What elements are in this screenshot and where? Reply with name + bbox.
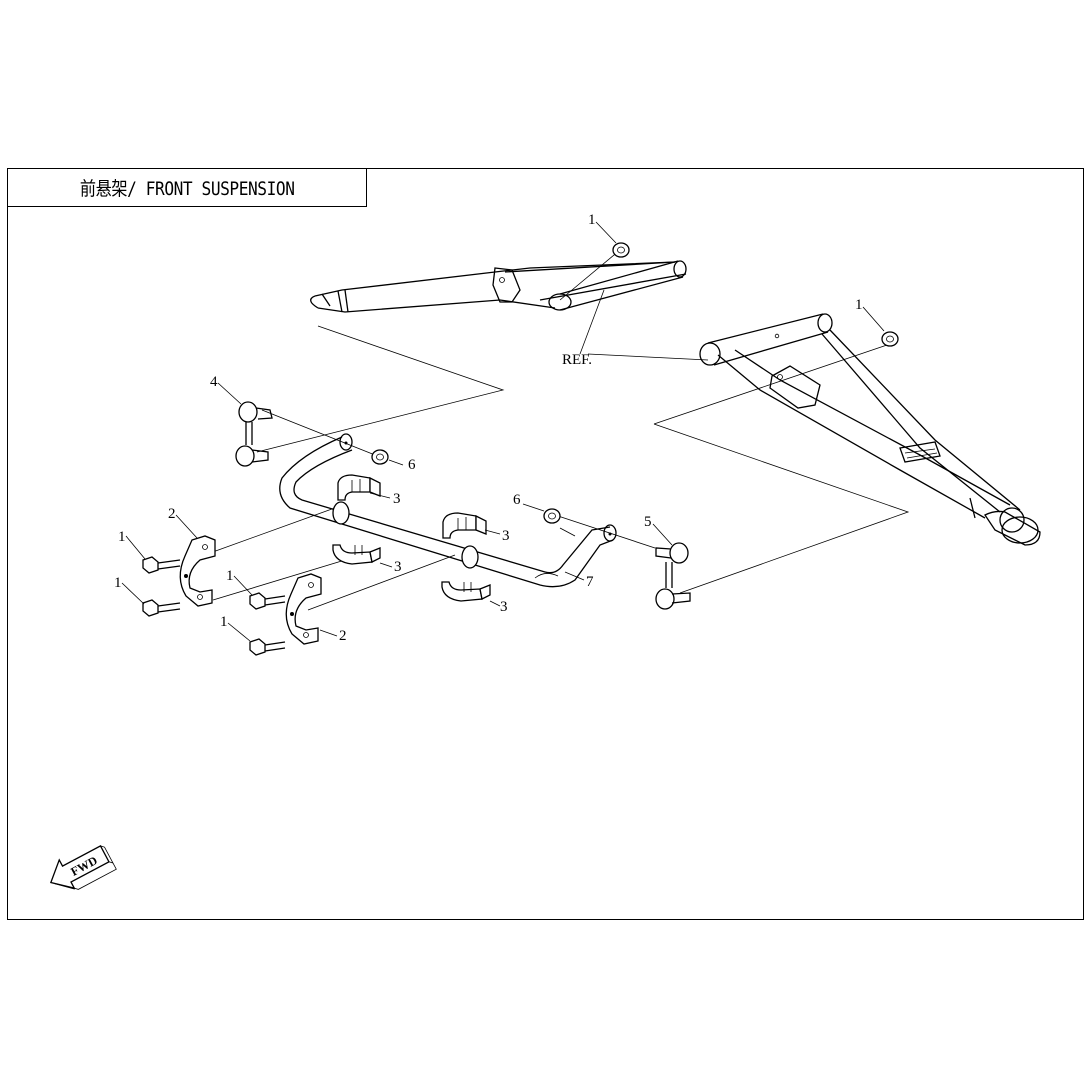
bracket-right <box>285 573 322 645</box>
upper-a-arm-left <box>310 260 687 313</box>
callout-1-bolt-b: 1 <box>114 575 122 591</box>
nut-6-right <box>543 508 561 524</box>
lower-a-arm-right <box>699 313 1041 546</box>
callout-1-bolt-d: 1 <box>220 614 228 630</box>
title-en: FRONT SUSPENSION <box>145 178 295 200</box>
bolt-b <box>142 599 181 617</box>
callout-7: 7 <box>586 574 594 590</box>
title-cn: 前悬架 <box>79 178 128 200</box>
diagram-frame <box>7 168 1084 920</box>
nut-6-left <box>371 449 389 465</box>
callout-5: 5 <box>644 514 652 530</box>
page-title: 前悬架/ FRONT SUSPENSION <box>80 174 295 201</box>
bushing-upper-right <box>442 512 487 539</box>
stabilizer-bar <box>279 433 617 588</box>
callout-4: 4 <box>210 374 218 390</box>
nut-lower-arm <box>881 331 899 347</box>
link-rod-left <box>235 401 273 467</box>
bolt-a <box>142 556 181 574</box>
callout-3-a: 3 <box>393 491 401 507</box>
bushing-upper-left <box>337 474 381 501</box>
bracket-left <box>179 535 216 607</box>
bushing-lower-left <box>332 544 381 565</box>
callout-6-right: 6 <box>513 492 521 508</box>
bushing-lower-right <box>441 581 491 602</box>
title-separator: / <box>126 178 146 200</box>
callout-labels: 1 1 1 1 1 1 2 2 3 3 3 3 4 5 6 6 7 REF. <box>114 212 863 644</box>
callout-1-upper-nut: 1 <box>588 212 596 228</box>
nut-upper-arm <box>612 242 630 258</box>
callout-leaders <box>121 221 885 642</box>
callout-1-lower-nut: 1 <box>855 297 863 313</box>
callout-1-bolt-a: 1 <box>118 529 126 545</box>
bolt-c <box>249 592 286 610</box>
callout-3-b: 3 <box>394 559 402 575</box>
callout-2-left: 2 <box>168 506 176 522</box>
callout-3-d: 3 <box>500 599 508 615</box>
fwd-arrow-icon: FWD <box>49 845 117 890</box>
bolt-d <box>249 638 286 656</box>
callout-6-left: 6 <box>408 457 416 473</box>
reference-lines <box>209 249 910 611</box>
callout-2-right: 2 <box>339 628 347 644</box>
ref-label: REF. <box>562 352 592 368</box>
link-rod-right <box>655 542 691 610</box>
callout-1-bolt-c: 1 <box>226 568 234 584</box>
title-box: 前悬架/ FRONT SUSPENSION <box>7 168 367 207</box>
callout-3-c: 3 <box>502 528 510 544</box>
